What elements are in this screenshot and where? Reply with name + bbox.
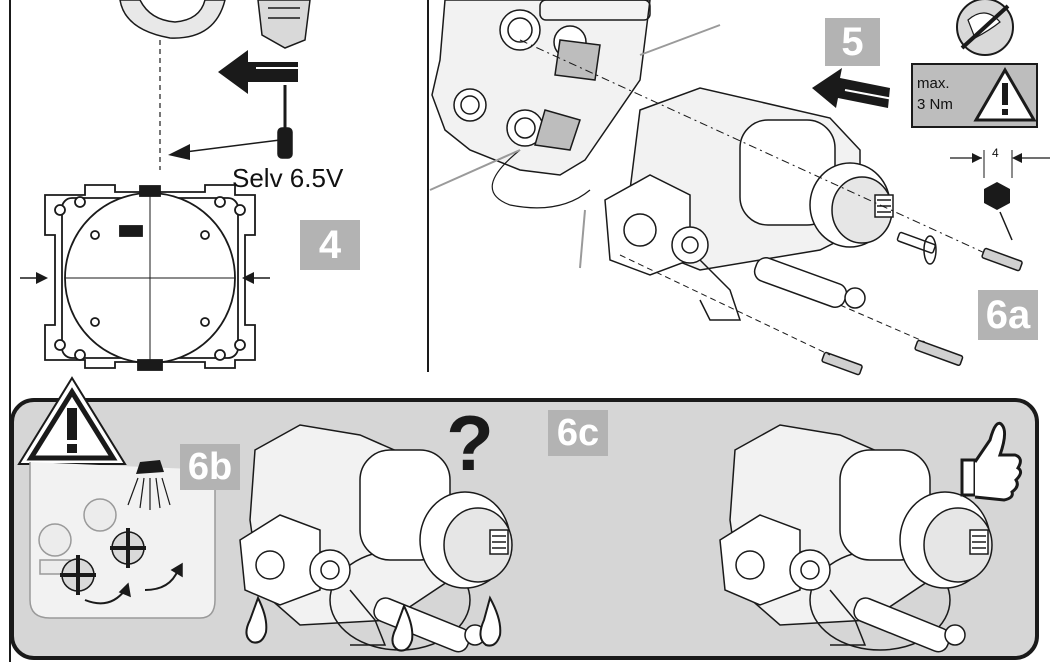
question-mark: ? bbox=[446, 399, 494, 487]
torque-line2: 3 Nm bbox=[917, 96, 953, 113]
step6a-screw-guides bbox=[619, 254, 926, 356]
voltage-label: Selv 6.5V bbox=[232, 163, 344, 193]
step-6b-badge: 6b bbox=[180, 444, 240, 490]
step4-mounting-plate bbox=[44, 184, 256, 371]
torque-line1: max. bbox=[917, 75, 950, 92]
shower-head-icon bbox=[127, 460, 171, 510]
step6c-valve-ok bbox=[719, 424, 993, 653]
step6a-screws bbox=[821, 231, 1023, 376]
step-5-badge: 5 bbox=[825, 18, 880, 66]
step5-valve-body bbox=[604, 87, 894, 321]
step-6a-badge: 6a bbox=[978, 290, 1038, 340]
step5-axis-line bbox=[519, 39, 1001, 261]
no-pliers-icon bbox=[956, 0, 1014, 56]
water-drop-icon bbox=[245, 595, 502, 652]
step4-level-arrows bbox=[20, 272, 270, 284]
screwdriver-icon bbox=[277, 85, 293, 159]
step4-flush-box-top bbox=[119, 0, 311, 49]
step5-seal-ring bbox=[491, 149, 591, 209]
hex-size-label: 4 bbox=[992, 146, 999, 160]
step4-pointer-arrow bbox=[168, 139, 281, 160]
step-6c-badge: 6c bbox=[548, 410, 608, 456]
hex-key-icon bbox=[950, 150, 1050, 241]
step5-push-arrow bbox=[812, 68, 894, 108]
torque-warning-box bbox=[911, 63, 1038, 128]
step-4-badge: 4 bbox=[300, 220, 360, 270]
step4-insert-arrow bbox=[218, 50, 300, 94]
step6b-valve-handles bbox=[38, 498, 183, 605]
step6c-valve-leaking bbox=[239, 424, 513, 653]
step5-wall-lines bbox=[429, 24, 721, 269]
warning-triangle-icon bbox=[17, 376, 127, 465]
step5-housing bbox=[431, 0, 651, 176]
thumbs-up-icon bbox=[960, 421, 1023, 502]
